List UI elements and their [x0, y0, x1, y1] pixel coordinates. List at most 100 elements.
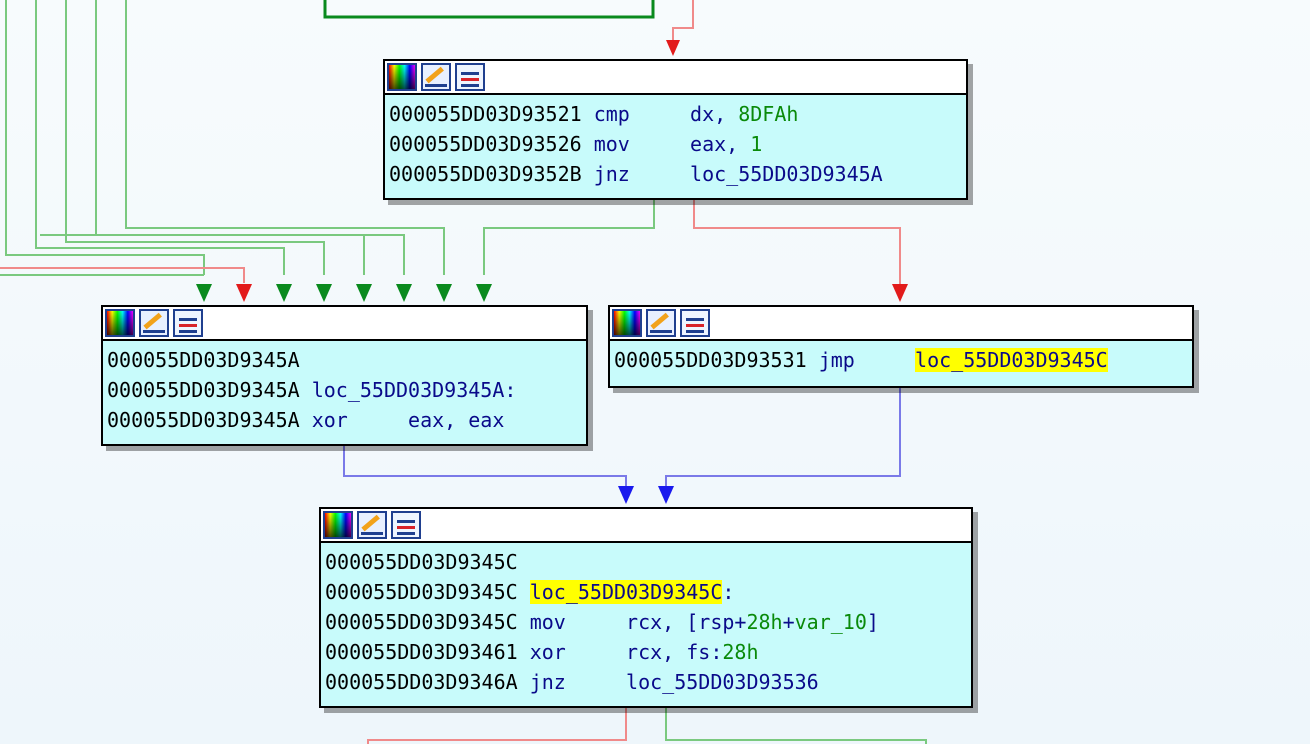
- code-line[interactable]: 000055DD03D9345A: [107, 345, 582, 375]
- code-line[interactable]: 000055DD03D9345C mov rcx, [rsp+28h+var_1…: [325, 607, 967, 637]
- edge-red-into-cmp: [672, 0, 694, 46]
- code-line[interactable]: 000055DD03D9345C: [325, 547, 967, 577]
- separator: [582, 132, 594, 156]
- mnemonic[interactable]: mov: [593, 132, 630, 156]
- separator: [518, 580, 530, 604]
- edge-blue-from-xor: [343, 446, 627, 488]
- mnemonic[interactable]: jmp: [818, 348, 855, 372]
- address[interactable]: 000055DD03D9345C: [325, 610, 518, 634]
- address[interactable]: 000055DD03D9345C: [325, 550, 518, 574]
- separator: [518, 640, 530, 664]
- separator: [630, 102, 690, 126]
- edge-blue-from-jmp: [665, 388, 901, 488]
- separator: [630, 132, 690, 156]
- separator: [566, 670, 626, 694]
- graph-view-icon[interactable]: [455, 63, 485, 91]
- operand[interactable]: 28h: [746, 610, 783, 634]
- operand[interactable]: loc_55DD03D93536: [626, 670, 819, 694]
- separator: [348, 408, 408, 432]
- graph-view-icon[interactable]: [173, 309, 203, 337]
- edge-green-top: [323, 0, 655, 19]
- edit-pencil-icon[interactable]: [357, 511, 387, 539]
- code-line[interactable]: 000055DD03D9345A xor eax, eax: [107, 405, 582, 435]
- mnemonic[interactable]: cmp: [593, 102, 630, 126]
- separator: [300, 408, 312, 432]
- address[interactable]: 000055DD03D93526: [389, 132, 582, 156]
- operand[interactable]: 8DFAh: [738, 102, 799, 126]
- operand[interactable]: eax,: [690, 132, 751, 156]
- separator: [855, 348, 915, 372]
- mnemonic[interactable]: xor: [311, 408, 348, 432]
- edge-green-bottom: [665, 708, 927, 744]
- address[interactable]: 000055DD03D9345A: [107, 408, 300, 432]
- mnemonic[interactable]: loc_55DD03D9345A:: [311, 378, 517, 402]
- node-toolbar: [103, 307, 586, 341]
- address[interactable]: 000055DD03D93521: [389, 102, 582, 126]
- code-line[interactable]: 000055DD03D93531 jmp loc_55DD03D9345C: [614, 345, 1188, 375]
- separator: [518, 670, 530, 694]
- operand[interactable]: dx,: [690, 102, 739, 126]
- operand[interactable]: var_10: [794, 610, 867, 634]
- separator: [582, 102, 594, 126]
- address[interactable]: 000055DD03D9345A: [107, 348, 300, 372]
- graph-view-icon[interactable]: [680, 309, 710, 337]
- edge-green-3: [65, 0, 325, 275]
- separator: [807, 348, 819, 372]
- edge-red-to-jmp: [693, 200, 901, 285]
- node-code: 000055DD03D93531 jmp loc_55DD03D9345C: [610, 341, 1192, 375]
- graph-view-icon[interactable]: [391, 511, 421, 539]
- operand[interactable]: 1: [750, 132, 763, 156]
- edge-green-2: [35, 0, 285, 275]
- code-line[interactable]: 000055DD03D9345A loc_55DD03D9345A:: [107, 375, 582, 405]
- color-palette-icon[interactable]: [612, 309, 642, 337]
- operand[interactable]: +: [782, 610, 795, 634]
- operand[interactable]: rcx, fs:: [626, 640, 723, 664]
- address[interactable]: 000055DD03D9345C: [325, 580, 518, 604]
- operand[interactable]: rcx, [rsp+: [626, 610, 747, 634]
- edit-pencil-icon[interactable]: [139, 309, 169, 337]
- mnemonic[interactable]: jnz: [529, 670, 566, 694]
- node-toolbar: [610, 307, 1192, 341]
- address[interactable]: 000055DD03D9352B: [389, 162, 582, 186]
- edge-red-left: [0, 267, 245, 283]
- address[interactable]: 000055DD03D93461: [325, 640, 518, 664]
- edge-green-4: [95, 0, 365, 275]
- edge-red-bottom: [367, 708, 627, 744]
- address[interactable]: 000055DD03D9345A: [107, 378, 300, 402]
- code-line[interactable]: 000055DD03D9346A jnz loc_55DD03D93536: [325, 667, 967, 697]
- operand[interactable]: loc_55DD03D9345A: [690, 162, 883, 186]
- operand[interactable]: ]: [866, 610, 879, 634]
- code-line[interactable]: 000055DD03D93526 mov eax, 1: [389, 129, 962, 159]
- code-line[interactable]: 000055DD03D93521 cmp dx, 8DFAh: [389, 99, 962, 129]
- operand[interactable]: eax, eax: [408, 408, 505, 432]
- code-line[interactable]: 000055DD03D93461 xor rcx, fs:28h: [325, 637, 967, 667]
- code-line[interactable]: 000055DD03D9352B jnz loc_55DD03D9345A: [389, 159, 962, 189]
- separator: [518, 610, 530, 634]
- edit-pencil-icon[interactable]: [646, 309, 676, 337]
- address[interactable]: 000055DD03D93531: [614, 348, 807, 372]
- color-palette-icon[interactable]: [387, 63, 417, 91]
- code-block-jmp[interactable]: 000055DD03D93531 jmp loc_55DD03D9345C: [608, 305, 1194, 388]
- mnemonic[interactable]: jnz: [593, 162, 630, 186]
- operand[interactable]: 28h: [722, 640, 759, 664]
- mnemonic[interactable]: xor: [529, 640, 566, 664]
- mnemonic[interactable]: mov: [529, 610, 566, 634]
- edit-pencil-icon[interactable]: [421, 63, 451, 91]
- separator: [566, 640, 626, 664]
- operand[interactable]: :: [722, 580, 735, 604]
- color-palette-icon[interactable]: [323, 511, 353, 539]
- highlighted-label[interactable]: loc_55DD03D9345C: [915, 348, 1108, 372]
- node-toolbar: [385, 61, 966, 95]
- address[interactable]: 000055DD03D9346A: [325, 670, 518, 694]
- code-line[interactable]: 000055DD03D9345C loc_55DD03D9345C:: [325, 577, 967, 607]
- color-palette-icon[interactable]: [105, 309, 135, 337]
- highlighted-label[interactable]: loc_55DD03D9345C: [529, 580, 723, 604]
- edge-green-from-cmp: [483, 200, 655, 275]
